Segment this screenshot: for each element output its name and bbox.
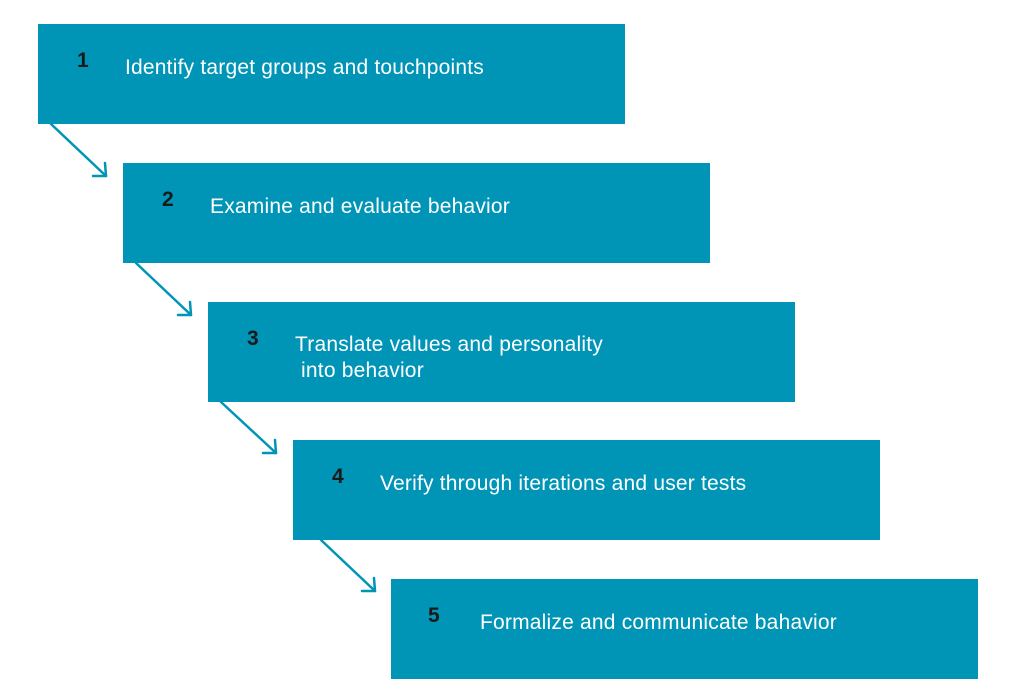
step-box-5: 5 Formalize and communicate bahavior xyxy=(391,579,978,679)
arrow-4-to-5 xyxy=(319,538,377,593)
step-box-3: 3 Translate values and personality into … xyxy=(208,302,795,402)
step-number-2: 2 xyxy=(162,188,174,211)
step-label-3: Translate values and personality into be… xyxy=(295,333,603,382)
arrow-1-to-2 xyxy=(49,122,108,178)
arrow-2-to-3 xyxy=(134,261,193,317)
step-box-2: 2 Examine and evaluate behavior xyxy=(123,163,710,263)
step-label-5: Formalize and communicate bahavior xyxy=(480,611,837,634)
step-number-1: 1 xyxy=(77,49,89,72)
step-label-1: Identify target groups and touchpoints xyxy=(125,56,485,79)
step-box-4: 4 Verify through iterations and user tes… xyxy=(293,440,880,540)
step-label-4: Verify through iterations and user tests xyxy=(380,472,747,495)
step-number-3: 3 xyxy=(247,327,259,350)
step-label-2: Examine and evaluate behavior xyxy=(210,195,510,218)
step-number-4: 4 xyxy=(332,465,344,488)
step-number-5: 5 xyxy=(428,604,440,627)
step-box-1: 1 Identify target groups and touchpoints xyxy=(38,24,625,124)
arrow-3-to-4 xyxy=(219,400,278,455)
